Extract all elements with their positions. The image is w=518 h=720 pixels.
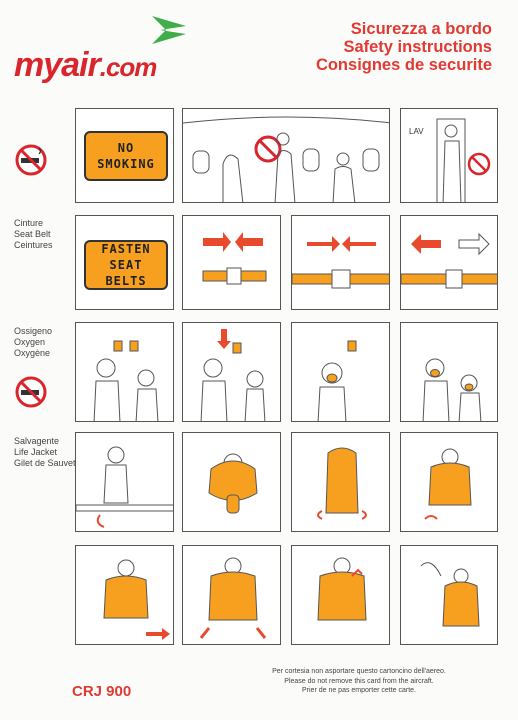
no-smoking-icon xyxy=(15,144,47,176)
label-fr: Gilet de Sauvetage xyxy=(14,458,91,468)
panel-oxygen-mask-on xyxy=(291,322,390,422)
sign-line: SMOKING xyxy=(97,157,155,171)
lav-label: LAV xyxy=(409,127,424,136)
panel-lifejacket-under-seat xyxy=(75,432,174,532)
card-titles: Sicurezza a bordo Safety instructions Co… xyxy=(316,20,492,74)
panel-oxygen-help-child xyxy=(400,322,498,422)
no-smoking-icon xyxy=(15,376,47,408)
label-en: Seat Belt xyxy=(14,229,51,239)
sign-line: FASTEN xyxy=(101,242,151,256)
fasten-seat-belts-sign: FASTEN SEAT BELTS xyxy=(84,240,168,290)
panel-lifejacket-straps xyxy=(291,432,390,532)
sign-line: SEAT BELTS xyxy=(105,258,147,288)
panel-lifejacket-tighten xyxy=(75,545,174,645)
lifejacket-tighten-illustration xyxy=(103,559,170,640)
lifejacket-inflate-illustration xyxy=(199,557,267,639)
footer-note: Per cortesia non asportare questo carton… xyxy=(244,667,474,696)
belt-tighten-illustration xyxy=(292,236,389,289)
note-en: Please do not remove this card from the … xyxy=(284,677,434,685)
panel-fasten-belts-sign: FASTEN SEAT BELTS xyxy=(75,215,174,310)
section-label-seatbelt: Cinture Seat Belt Ceintures xyxy=(14,218,53,251)
label-en: Life Jacket xyxy=(14,447,58,457)
label-fr: Oxygène xyxy=(14,348,51,358)
note-fr: Prier de ne pas emporter cette carte. xyxy=(302,687,416,694)
cabin-smoking-illustration xyxy=(183,116,389,202)
brand-logo: myair.com xyxy=(14,46,158,84)
lifejacket-mouthpiece-illustration xyxy=(317,557,367,621)
note-it: Per cortesia non asportare questo carton… xyxy=(272,668,446,675)
no-smoking-sign: NO SMOKING xyxy=(84,131,168,181)
panel-oxygen-drop xyxy=(75,322,174,422)
lifejacket-child-illustration xyxy=(420,562,480,627)
brand-name: myair xyxy=(14,46,101,84)
panel-lifejacket-over-head xyxy=(182,432,281,532)
panel-lifejacket-fasten xyxy=(400,432,498,532)
aircraft-model: CRJ 900 xyxy=(72,683,132,700)
oxygen-mask-on-illustration xyxy=(317,340,357,421)
panel-lifejacket-child xyxy=(400,545,498,645)
title-en: Safety instructions xyxy=(343,38,492,56)
oxygen-help-child-illustration xyxy=(422,358,482,421)
brand-suffix: .com xyxy=(99,52,158,82)
oxygen-pull-illustration xyxy=(200,329,266,421)
logo-chevron-icon xyxy=(152,16,186,44)
panel-lifejacket-mouthpiece xyxy=(291,545,390,645)
panel-oxygen-pull xyxy=(182,322,281,422)
oxygen-drop-illustration xyxy=(93,340,159,421)
panel-lifejacket-inflate xyxy=(182,545,281,645)
sign-line: NO xyxy=(117,141,135,155)
label-it: Ossigeno xyxy=(14,326,53,336)
lav-illustration xyxy=(436,118,491,202)
panel-belt-release xyxy=(400,215,498,310)
section-label-oxygen: Ossigeno Oxygen Oxygène xyxy=(14,326,52,359)
label-it: Cinture xyxy=(14,218,44,228)
label-fr: Ceintures xyxy=(14,240,53,250)
lifejacket-under-seat-illustration xyxy=(76,446,173,528)
panel-belt-tighten xyxy=(291,215,390,310)
lifejacket-straps-illustration xyxy=(317,447,367,520)
label-en: Oxygen xyxy=(14,337,46,347)
section-label-lifejacket: Salvagente Life Jacket Gilet de Sauvetag… xyxy=(14,436,91,469)
belt-insert-illustration xyxy=(202,232,267,285)
panel-cabin-smoking xyxy=(182,108,390,203)
panel-lav-smoking: LAV xyxy=(400,108,498,203)
title-it: Sicurezza a bordo xyxy=(350,20,492,38)
panel-belt-insert xyxy=(182,215,281,310)
lifejacket-over-head-illustration xyxy=(208,453,258,514)
label-it: Salvagente xyxy=(14,436,60,446)
title-fr: Consignes de securite xyxy=(315,56,492,74)
belt-release-illustration xyxy=(401,232,497,289)
lifejacket-fasten-illustration xyxy=(424,448,472,520)
panel-no-smoking-sign: NO SMOKING xyxy=(75,108,174,203)
